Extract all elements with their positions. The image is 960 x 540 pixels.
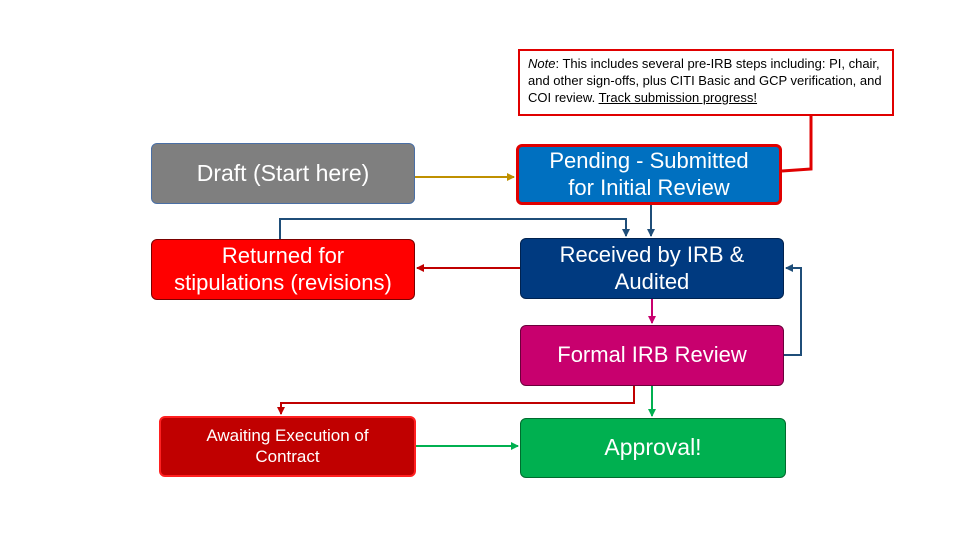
received-box: Received by IRB & Audited <box>520 238 784 299</box>
returned-box: Returned for stipulations (revisions) <box>151 239 415 300</box>
awaiting-contract-box: Awaiting Execution of Contract <box>159 416 416 477</box>
note-label: Note <box>528 56 556 71</box>
approval-box: Approval! <box>520 418 786 478</box>
draft-box: Draft (Start here) <box>151 143 415 204</box>
formal-review-label: Formal IRB Review <box>557 342 747 368</box>
returned-label-line2: stipulations (revisions) <box>174 269 392 295</box>
note-callout-connector <box>781 116 813 173</box>
track-progress-link[interactable]: Track submission progress! <box>598 90 758 105</box>
pending-box: Pending - Submitted for Initial Review <box>516 144 782 205</box>
draft-label: Draft (Start here) <box>196 159 370 186</box>
received-label-line2: Audited <box>614 268 690 294</box>
awaiting-label-line1: Awaiting Execution of <box>206 426 369 446</box>
note-callout: Note: This includes several pre-IRB step… <box>518 49 894 116</box>
received-label-line1: Received by IRB & <box>559 242 745 268</box>
formal-review-box: Formal IRB Review <box>520 325 784 386</box>
pending-label-line2: for Initial Review <box>568 174 730 200</box>
arrow-formal-to-received <box>784 264 802 356</box>
note-text: : This includes several pre-IRB steps in… <box>528 56 882 105</box>
arrow-formal-to-awaiting <box>277 386 635 415</box>
approval-label: Approval! <box>604 434 702 461</box>
pending-label-line1: Pending - Submitted <box>549 148 749 174</box>
returned-label-line1: Returned for <box>221 243 345 269</box>
awaiting-label-line2: Contract <box>255 446 320 466</box>
arrow-returned-to-received <box>279 218 630 239</box>
